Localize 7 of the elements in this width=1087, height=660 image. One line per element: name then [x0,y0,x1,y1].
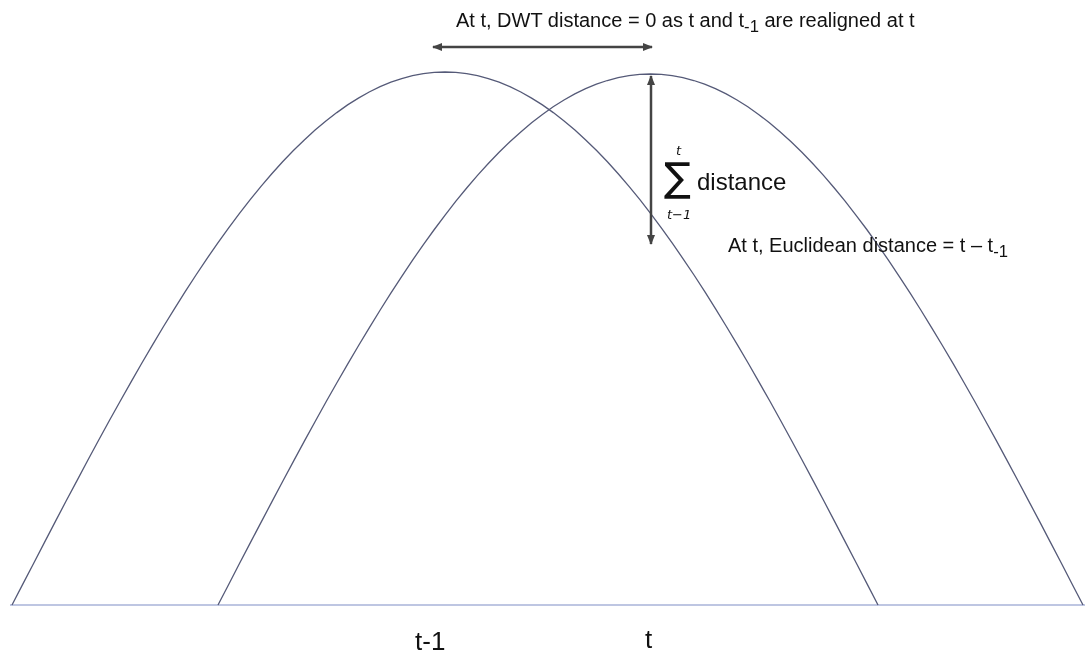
axis-label: t-1 [415,628,446,654]
upper-limit: t [676,144,682,157]
sum-symbol: ∑ [664,157,691,197]
formula-text: distance [697,170,787,194]
lower-limit: t−1 [667,208,692,221]
axis-label: t [645,626,653,652]
annotation-text: At t, DWT distance = 0 as t and t$_{-1}$ are realigned at t [456,10,915,36]
